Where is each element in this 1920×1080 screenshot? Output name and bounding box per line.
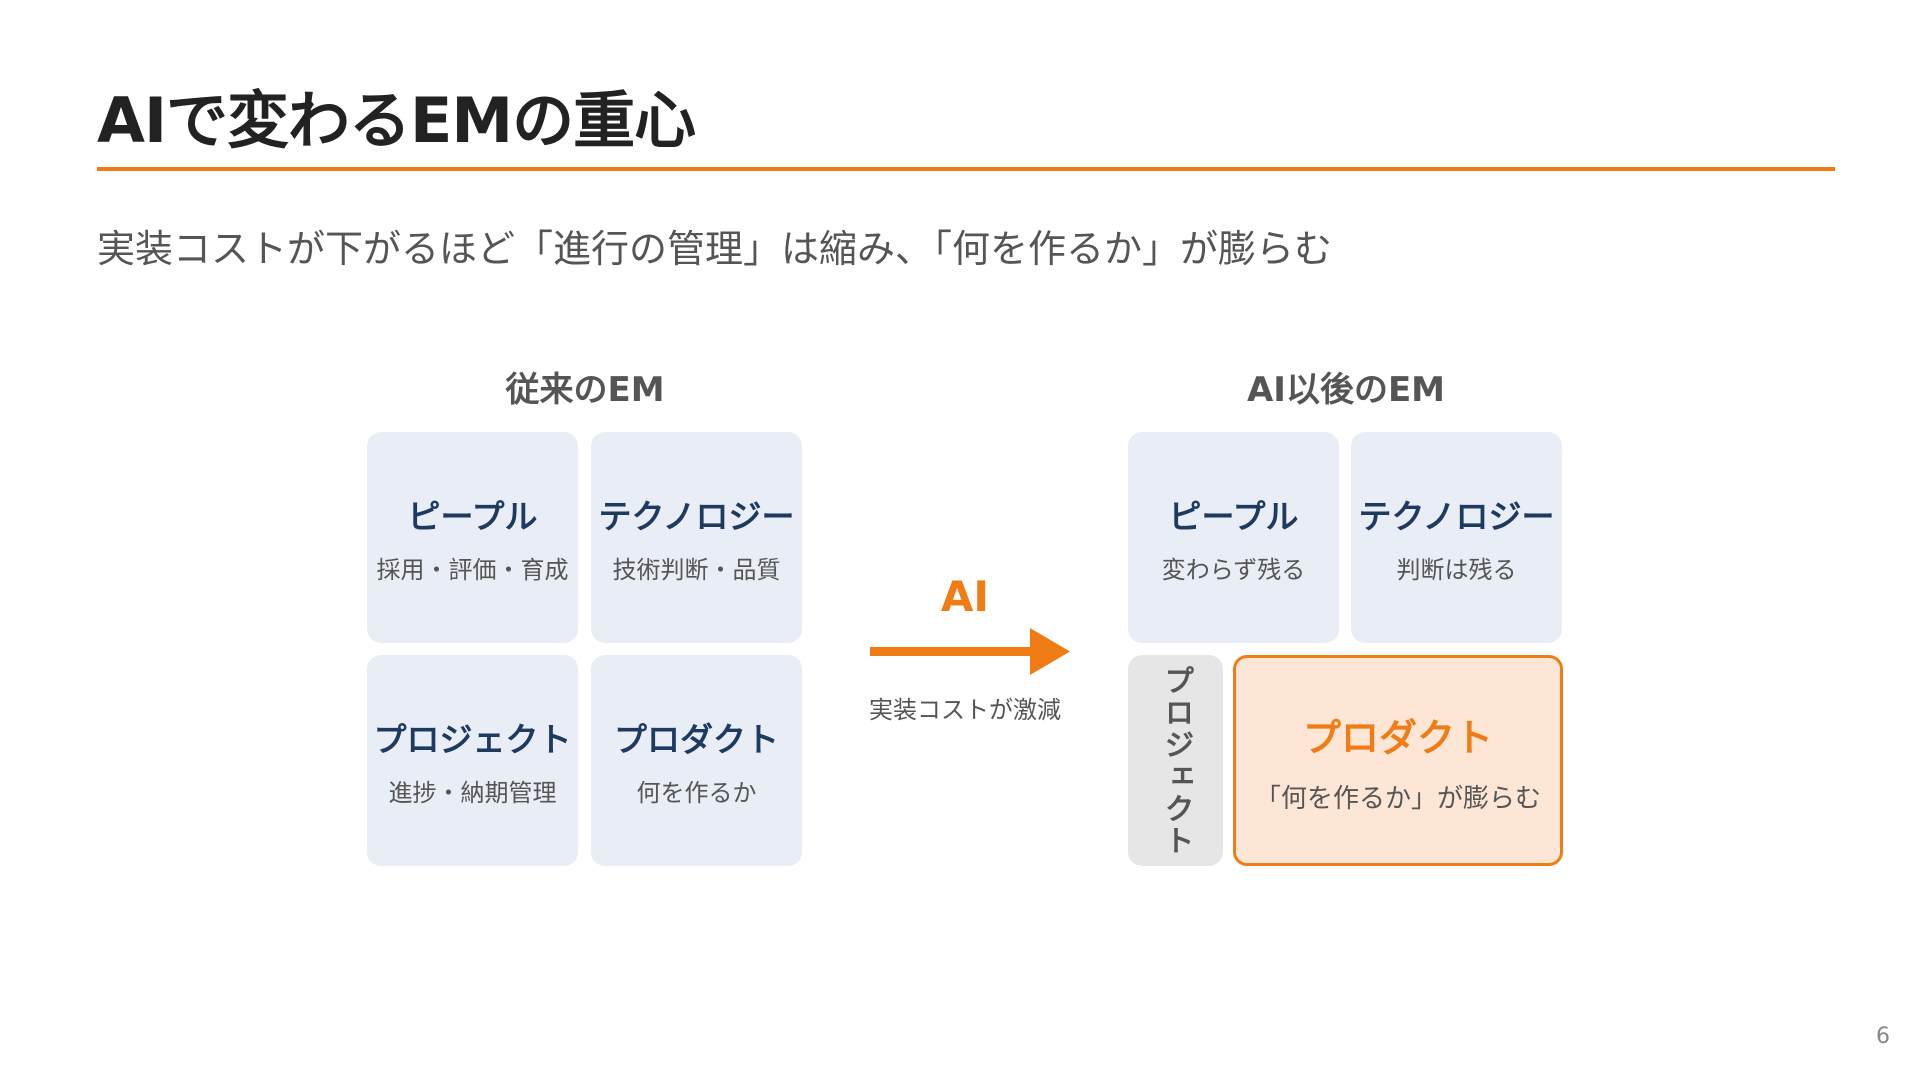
after-product-cell: プロダクト 「何を作るか」が膨らむ [1233,655,1563,866]
after-technology-title: テクノロジー [1358,497,1555,536]
slide-title: AIで変わるEMの重心 [97,84,696,157]
after-project-cell: プロジェクト [1128,655,1223,866]
title-underline [97,167,1835,171]
right-arrow-icon [870,628,1070,675]
after-heading: AI以後のEM [1246,370,1446,410]
after-technology-cell: テクノロジー 判断は残る [1351,432,1562,643]
after-technology-sub: 判断は残る [1396,556,1517,584]
after-people-title: ピープル [1168,497,1299,536]
after-project-title: プロジェクト [1158,664,1194,857]
before-project-title: プロジェクト [373,720,572,759]
before-people-sub: 採用・評価・育成 [376,556,569,584]
before-product-title: プロダクト [614,720,779,759]
after-people-cell: ピープル 変わらず残る [1128,432,1339,643]
before-people-cell: ピープル 採用・評価・育成 [367,432,578,643]
before-technology-sub: 技術判断・品質 [612,556,781,584]
before-product-cell: プロダクト 何を作るか [591,655,802,866]
transition-caption: 実装コストが激減 [869,696,1061,724]
before-technology-cell: テクノロジー 技術判断・品質 [591,432,802,643]
before-technology-title: テクノロジー [598,497,795,536]
transition-label: AI [940,572,990,621]
before-people-title: ピープル [407,497,538,536]
page-number: 6 [1876,1024,1890,1049]
slide-subtitle: 実装コストが下がるほど「進行の管理」は縮み、「何を作るか」が膨らむ [97,227,1333,271]
before-product-sub: 何を作るか [636,779,757,807]
after-product-sub: 「何を作るか」が膨らむ [1254,783,1541,814]
before-project-sub: 進捗・納期管理 [388,779,557,807]
before-project-cell: プロジェクト 進捗・納期管理 [367,655,578,866]
after-product-title: プロダクト [1302,715,1493,760]
before-heading: 従来のEM [505,370,665,410]
after-people-sub: 変わらず残る [1161,556,1306,584]
